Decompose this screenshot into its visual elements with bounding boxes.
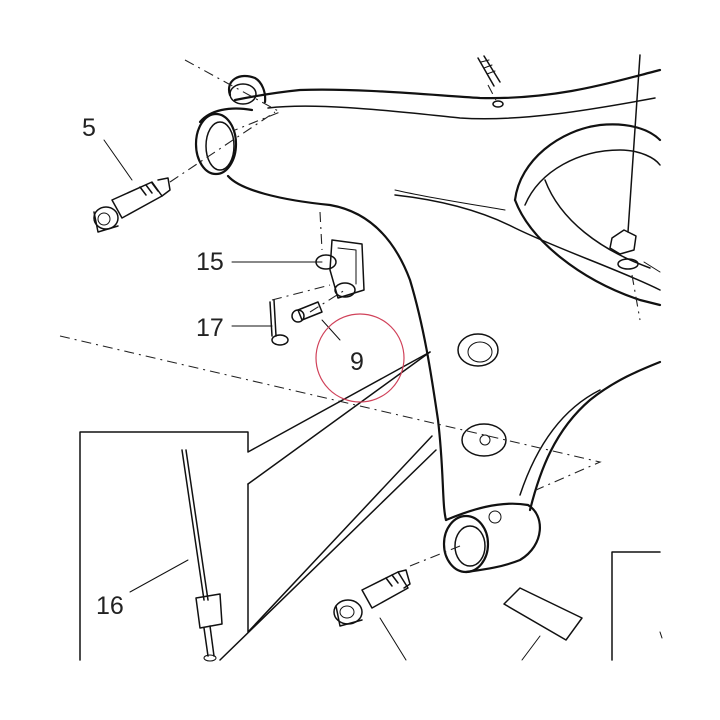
highlight-circle [315,313,405,403]
callout-16: 16 [96,592,124,620]
frame-body [194,68,662,574]
leader-lines [103,139,341,593]
center-lines [59,59,641,567]
callout-17: 17 [196,314,224,342]
nut-washer-right [609,54,661,273]
screw-17 [269,299,289,346]
inset-box-right [611,551,663,661]
bolt-5 [93,177,171,233]
bolt-lower [333,569,411,661]
top-stud [477,55,501,87]
bracket-15 [315,239,365,299]
callout-9: 9 [350,348,364,376]
callout-15: 15 [196,248,224,276]
pin-9 [291,301,323,323]
label-plate [503,587,583,661]
inset-detail-box [79,351,437,662]
callout-5: 5 [82,114,96,142]
